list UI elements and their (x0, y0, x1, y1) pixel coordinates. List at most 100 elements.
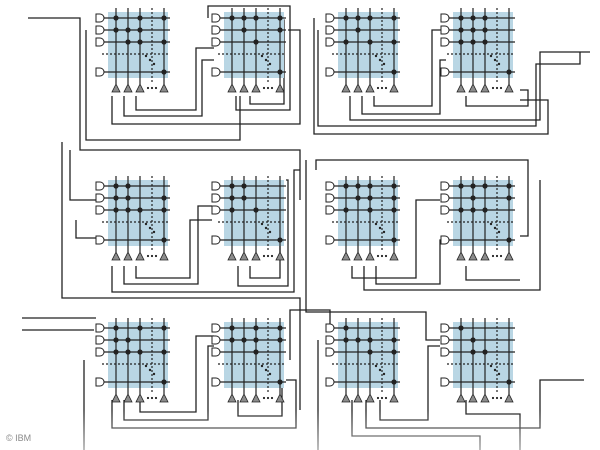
input-gate-icon (325, 235, 335, 245)
synapse-dot (161, 69, 167, 75)
synapse-dot (277, 337, 283, 343)
routing-wire (111, 29, 301, 125)
ellipsis-dot (376, 254, 380, 258)
ellipsis-dot (380, 86, 384, 90)
output-triangle-icon (239, 393, 249, 403)
ellipsis-dot (262, 86, 266, 90)
synapse-dot (458, 325, 464, 331)
ellipsis-dot (489, 54, 493, 58)
output-triangle-icon (480, 251, 490, 261)
ellipsis-dot (382, 230, 386, 234)
core-r3-c3 (325, 318, 400, 403)
output-triangle-icon (504, 83, 514, 93)
synapse-dot (277, 325, 283, 331)
input-gate-icon (95, 235, 105, 245)
ellipsis-dot (266, 86, 270, 90)
routing-wire (317, 30, 581, 127)
synapse-dot (253, 15, 259, 21)
output-triangle-icon (251, 393, 261, 403)
synapse-dot (470, 195, 476, 201)
input-gate-icon (325, 13, 335, 23)
input-gate-icon (325, 37, 335, 47)
core-crossbar (453, 322, 513, 388)
synapse-dot (137, 39, 143, 45)
input-gate-icon (440, 377, 450, 387)
ellipsis-dot (266, 396, 270, 400)
synapse-dot (367, 183, 373, 189)
synapse-dot (229, 183, 235, 189)
ellipsis-dot (491, 254, 495, 258)
routing-wire (363, 180, 541, 291)
ellipsis-dot (150, 396, 154, 400)
synapse-dot (161, 325, 167, 331)
synapse-dot (506, 69, 512, 75)
ellipsis-dot (154, 396, 158, 400)
synapse-dot (125, 39, 131, 45)
routing-wire (361, 59, 446, 115)
core-crossbar (338, 322, 398, 388)
ellipsis-dot (495, 254, 499, 258)
output-triangle-icon (135, 393, 145, 403)
synapse-dot (137, 27, 143, 33)
input-gate-icon (95, 205, 105, 215)
output-triangle-icon (239, 83, 249, 93)
synapse-dot (458, 207, 464, 213)
ellipsis-dot (146, 86, 150, 90)
output-triangle-icon (251, 251, 261, 261)
ellipsis-dot (260, 222, 264, 226)
input-gate-icon (211, 205, 221, 215)
output-triangle-icon (456, 83, 466, 93)
output-triangle-icon (353, 251, 363, 261)
routing-wire (313, 18, 549, 135)
core-r1-c3 (325, 8, 400, 93)
synapse-dot (506, 237, 512, 243)
synapse-dot (161, 379, 167, 385)
routing-wire (315, 159, 529, 237)
synapse-dot (391, 183, 397, 189)
synapse-dot (470, 183, 476, 189)
output-triangle-icon (227, 83, 237, 93)
input-gate-icon (95, 25, 105, 35)
ellipsis-dot (270, 86, 274, 90)
output-triangle-icon (123, 393, 133, 403)
synapse-dot (506, 183, 512, 189)
output-triangle-icon (468, 393, 478, 403)
ellipsis-dot (384, 254, 388, 258)
ellipsis-dot (148, 226, 152, 230)
output-triangle-icon (353, 83, 363, 93)
output-triangle-icon (480, 393, 490, 403)
ellipsis-dot (146, 396, 150, 400)
input-gate-icon (440, 181, 450, 191)
ellipsis-dot (154, 86, 158, 90)
synapse-dot (125, 183, 131, 189)
synapse-dot (161, 15, 167, 21)
synapse-dot (391, 195, 397, 201)
ellipsis-dot (497, 372, 501, 376)
routing-wire (111, 169, 300, 293)
routing-wire (85, 30, 241, 141)
input-gate-icon (325, 377, 335, 387)
synapse-dot (343, 207, 349, 213)
input-gate-icon (325, 193, 335, 203)
synapse-dot (125, 349, 131, 355)
synapse-dot (113, 325, 119, 331)
output-triangle-icon (365, 393, 375, 403)
synapse-dot (229, 325, 235, 331)
synapse-dot (355, 183, 361, 189)
output-triangle-icon (227, 393, 237, 403)
ellipsis-dot (270, 396, 274, 400)
synapse-dot (343, 183, 349, 189)
core-crossbar (453, 180, 513, 246)
synapse-dot (470, 349, 476, 355)
ellipsis-dot (384, 86, 388, 90)
synapse-dot (125, 337, 131, 343)
synapse-dot (506, 195, 512, 201)
ellipsis-dot (268, 230, 272, 234)
core-crossbar (108, 322, 168, 388)
output-triangle-icon (480, 83, 490, 93)
output-triangle-icon (456, 251, 466, 261)
ellipsis-dot (374, 54, 378, 58)
ellipsis-dot (264, 58, 268, 62)
input-gate-icon (325, 67, 335, 77)
input-gate-icon (440, 67, 450, 77)
